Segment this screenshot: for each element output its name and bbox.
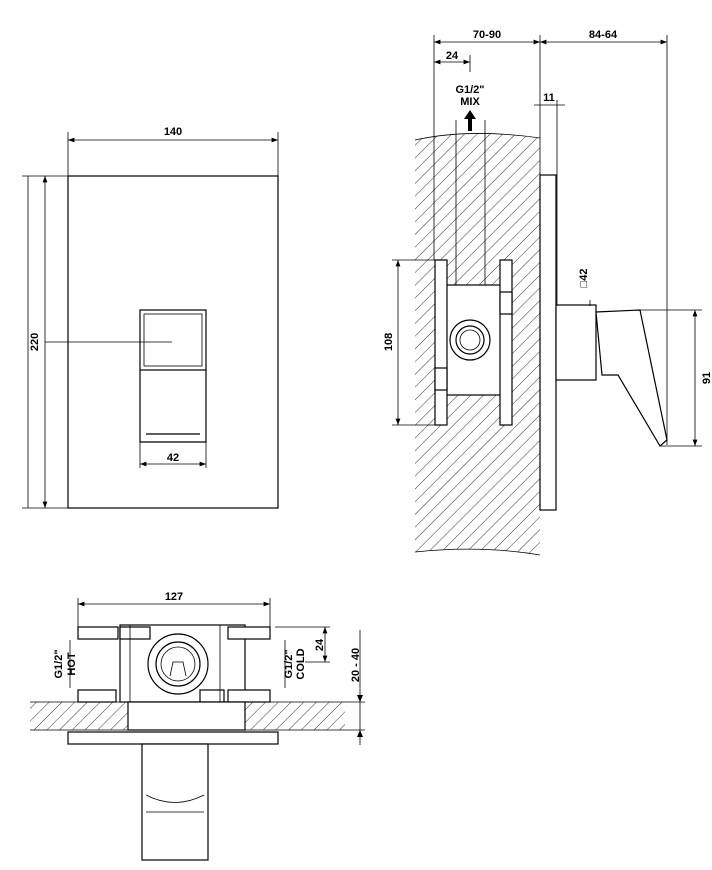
outlet-offset-dimension: 24 bbox=[446, 50, 459, 62]
outlet-thread-label: G1/2" bbox=[455, 84, 484, 96]
cold-label: COLD bbox=[295, 648, 307, 679]
hot-label: HOT bbox=[66, 652, 78, 676]
outlet-port bbox=[449, 319, 491, 361]
height-dimension: 220 bbox=[29, 333, 41, 351]
handle-top-view bbox=[141, 743, 209, 861]
handle-width-dimension: 42 bbox=[167, 452, 179, 464]
depth-dimension: 70-90 bbox=[473, 29, 501, 41]
handle-stem bbox=[555, 304, 597, 381]
handle-height-dimension: 91 bbox=[701, 372, 712, 384]
hot-thread-label: G1/2" bbox=[53, 649, 65, 678]
valve-body bbox=[437, 284, 511, 396]
wall-range-dimension: 20 - 40 bbox=[350, 648, 362, 682]
top-view: 127 G1/2" HOT G1/2" COLD 24 20 - 40 bbox=[30, 591, 365, 861]
box-height-dimension: 108 bbox=[383, 333, 395, 351]
square-dimension: □42 bbox=[578, 269, 590, 288]
box-width-dimension: 127 bbox=[165, 591, 183, 603]
inlet-offset-dimension: 24 bbox=[314, 638, 326, 651]
plate-dimension: 11 bbox=[543, 92, 555, 104]
side-view: 70-90 84-64 24 G1/2" MIX 11 □42 108 91 bbox=[383, 29, 712, 556]
width-dimension: 140 bbox=[164, 126, 182, 138]
front-view: 140 220 42 bbox=[22, 126, 279, 509]
outlet-mix-label: MIX bbox=[460, 96, 480, 108]
flow-arrow-icon bbox=[464, 110, 476, 131]
inlet-port bbox=[147, 633, 209, 695]
cover-plate-side bbox=[539, 174, 557, 511]
cold-thread-label: G1/2" bbox=[283, 649, 295, 678]
handle-top bbox=[139, 309, 207, 371]
handle-lever bbox=[595, 309, 668, 447]
projection-dimension: 84-64 bbox=[589, 29, 618, 41]
cover-plate-top bbox=[67, 731, 279, 745]
